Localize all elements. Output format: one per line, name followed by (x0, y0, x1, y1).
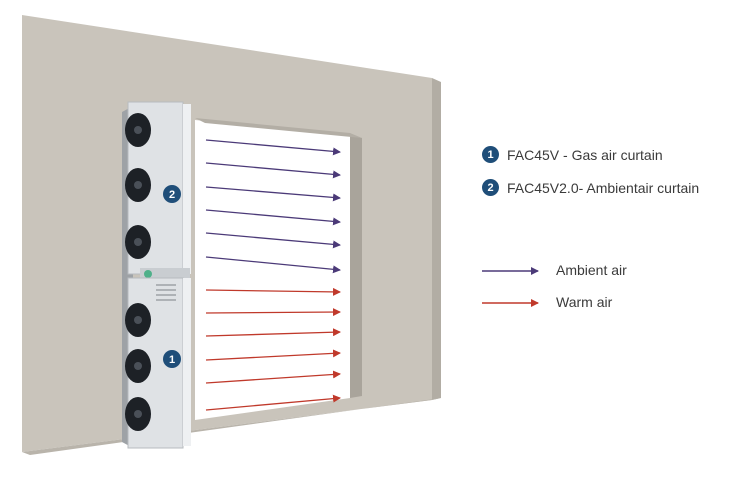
legend-unit-1: 1 FAC45V - Gas air curtain (482, 146, 663, 163)
svg-text:1: 1 (169, 354, 175, 366)
legend-ambient-air-label: Ambient air (556, 262, 627, 278)
legend-unit-2-label: FAC45V2.0- Ambientair curtain (507, 179, 700, 196)
warm-arrow (205, 287, 341, 296)
ambient-arrow (205, 162, 341, 179)
warm-arrow (205, 308, 341, 317)
legend-unit-1-label: FAC45V - Gas air curtain (507, 146, 663, 163)
air-curtain-units (122, 101, 191, 449)
number-1-badge-icon: 1 (482, 146, 499, 163)
unit-badge-1: 1 (163, 350, 181, 368)
ambient-arrow (205, 209, 341, 226)
warm-arrow (205, 370, 341, 384)
legend-arrows (482, 267, 539, 307)
warm-arrow (205, 349, 341, 361)
fan-icons (125, 113, 151, 431)
legend-warm-air-label: Warm air (556, 294, 613, 310)
warm-arrow (205, 328, 341, 337)
ambient-arrow (205, 139, 341, 156)
ambient-arrow (205, 232, 341, 249)
warm-arrow (205, 394, 341, 411)
ambient-arrow (205, 186, 341, 202)
warm-air-arrows (205, 287, 341, 411)
ambient-arrow (205, 256, 341, 274)
ambient-air-arrows (205, 139, 341, 274)
unit-badge-2: 2 (163, 185, 181, 203)
number-2-badge-icon: 2 (482, 179, 499, 196)
svg-text:2: 2 (169, 189, 175, 201)
legend-unit-2: 2 FAC45V2.0- Ambientair curtain (482, 179, 699, 196)
